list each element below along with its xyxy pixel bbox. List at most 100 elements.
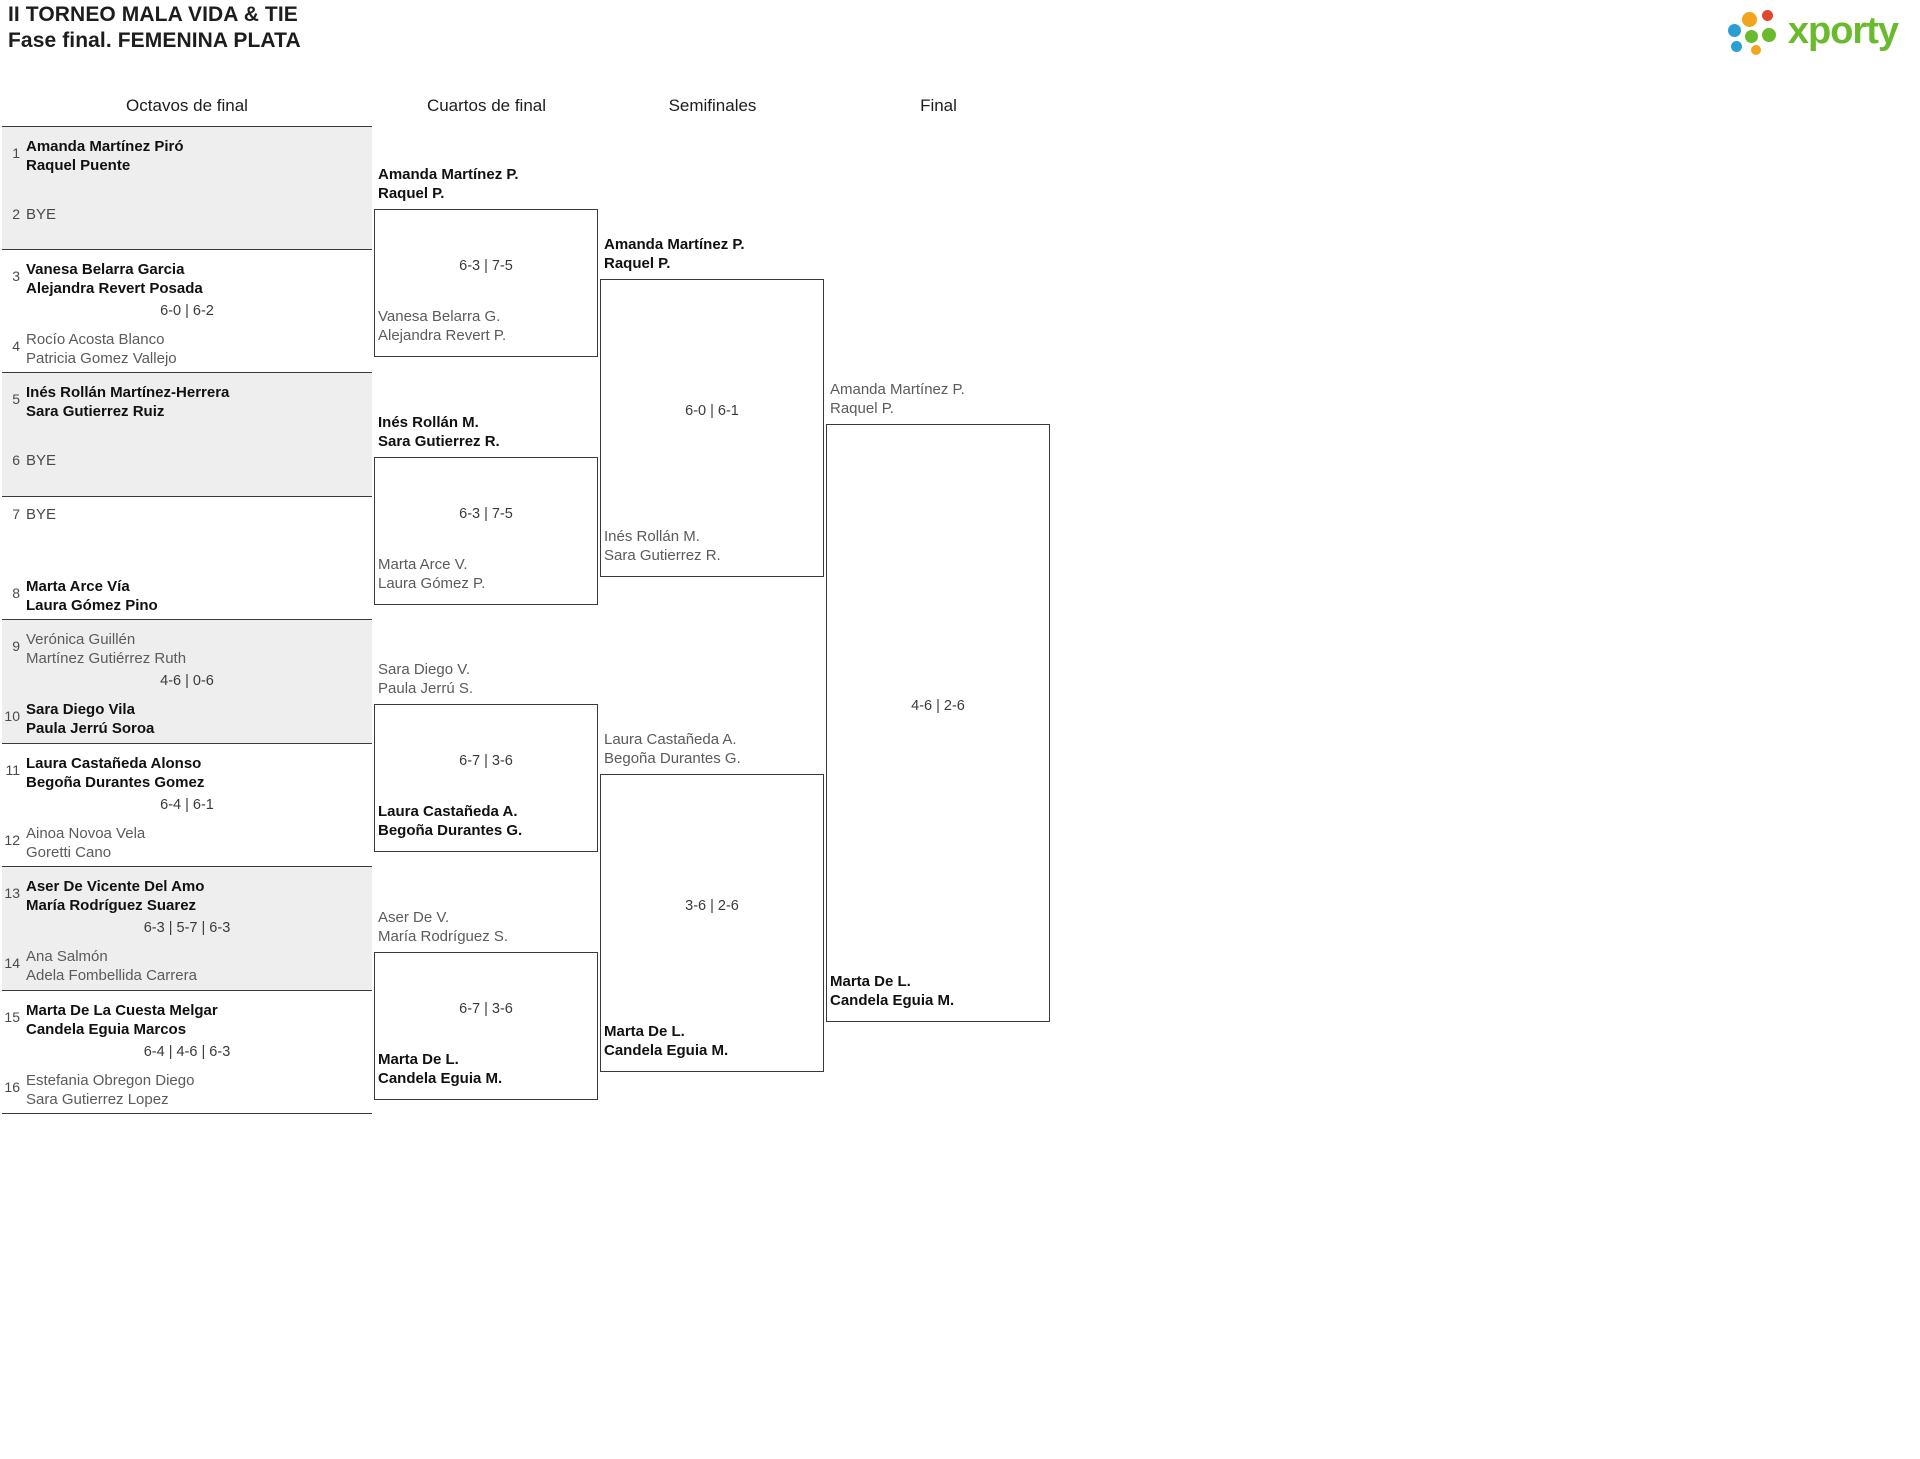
bye-label: BYE bbox=[26, 505, 57, 523]
tournament-title-line-2: Fase final. FEMENINA PLATA bbox=[8, 29, 301, 52]
seed-number: 2 bbox=[12, 206, 20, 222]
player-name-2: Candela Eguia M. bbox=[830, 992, 955, 1009]
seed-number: 15 bbox=[4, 1008, 20, 1025]
player-name-1: Vanesa Belarra G. bbox=[378, 308, 501, 325]
qf-team-above: Aser De V.María Rodríguez S. bbox=[378, 908, 508, 946]
player-name-2: Raquel P. bbox=[604, 255, 671, 272]
xporty-logo-mark-icon bbox=[1727, 8, 1780, 55]
player-name-1: Inés Rollán M. bbox=[378, 413, 479, 431]
sf-match-box[interactable]: 3-6 | 2-6 bbox=[600, 774, 824, 1072]
player-name-2: Paula Jerrú Soroa bbox=[26, 720, 155, 737]
r1-match-score: 6-4 | 4-6 | 6-3 bbox=[143, 1043, 231, 1060]
player-name-2: María Rodríguez Suarez bbox=[26, 897, 197, 914]
seed-number: 3 bbox=[12, 267, 20, 284]
seed-number: 10 bbox=[4, 708, 20, 724]
r1-slot-bottom: 2 BYE bbox=[2, 205, 372, 224]
player-name-2: Sara Gutierrez Lopez bbox=[26, 1090, 169, 1108]
player-name-2: Candela Eguia M. bbox=[604, 1042, 729, 1059]
player-name-1: Laura Castañeda A. bbox=[604, 731, 737, 748]
qf-match-box[interactable]: 6-3 | 7-5 bbox=[374, 209, 598, 357]
xporty-logo-wordmark: xporty bbox=[1787, 10, 1899, 52]
player-name-1: Inés Rollán Martínez-Herrera bbox=[26, 384, 230, 401]
seed-number: 11 bbox=[5, 761, 20, 778]
bye-label: BYE bbox=[26, 452, 57, 469]
r1-match-score: 6-3 | 5-7 | 6-3 bbox=[143, 920, 231, 936]
qf-match-box[interactable]: 6-7 | 3-6 bbox=[374, 704, 598, 852]
player-name-1: Aser De V. bbox=[378, 908, 450, 926]
player-name-1: Ainoa Novoa Vela bbox=[26, 824, 146, 842]
seed-number: 1 bbox=[12, 145, 20, 161]
player-name-1: Marta Arce V. bbox=[378, 555, 468, 573]
player-name-1: Marta De La Cuesta Melgar bbox=[26, 1001, 218, 1019]
page-header: II TORNEO MALA VIDA & TIE Fase final. FE… bbox=[0, 0, 1920, 70]
player-name-1: Marta Arce Vía bbox=[26, 577, 130, 595]
seed-number: 4 bbox=[12, 337, 20, 354]
qf-match-score: 6-3 | 7-5 bbox=[459, 505, 513, 522]
seed-number: 13 bbox=[4, 885, 20, 901]
tournament-title-line-1: II TORNEO MALA VIDA & TIE bbox=[8, 3, 298, 26]
round-heading-final: Final bbox=[920, 96, 957, 115]
r1-match-score: 4-6 | 0-6 bbox=[160, 673, 214, 689]
player-name-2: Raquel Puente bbox=[26, 157, 131, 174]
player-name-1: Laura Castañeda Alonso bbox=[26, 754, 202, 772]
player-name-1: Sara Diego Vila bbox=[26, 701, 135, 718]
player-name-2: Sara Gutierrez R. bbox=[378, 432, 500, 450]
player-name-1: Rocío Acosta Blanco bbox=[26, 330, 165, 348]
final-match-box[interactable]: 4-6 | 2-6 bbox=[826, 424, 1050, 1022]
round-heading-semifinales: Semifinales bbox=[668, 96, 757, 115]
tournament-title: II TORNEO MALA VIDA & TIE Fase final. FE… bbox=[8, 2, 301, 54]
sf-match-score: 6-0 | 6-1 bbox=[685, 403, 739, 419]
player-name-1: Sara Diego V. bbox=[378, 661, 471, 678]
seed-number: 9 bbox=[12, 638, 20, 654]
player-name-2: Sara Gutierrez Ruiz bbox=[26, 403, 165, 420]
player-name-2: Sara Gutierrez R. bbox=[604, 547, 721, 564]
sf-team-above: Laura Castañeda A.Begoña Durantes G. bbox=[604, 730, 741, 768]
qf-team-inside: Laura Castañeda A.Begoña Durantes G. bbox=[378, 802, 522, 840]
qf-match-box[interactable]: 6-7 | 3-6 bbox=[374, 951, 598, 1100]
qf-team-inside: Vanesa Belarra G. Alejandra Revert P. bbox=[378, 307, 506, 345]
player-name-1: Inés Rollán M. bbox=[604, 528, 700, 545]
qf-team-above: Inés Rollán M.Sara Gutierrez R. bbox=[378, 413, 500, 451]
bye-label: BYE bbox=[26, 206, 57, 223]
player-name-1: Vanesa Belarra Garcia bbox=[26, 260, 185, 278]
player-name-2: Goretti Cano bbox=[26, 843, 112, 861]
player-name-1: Marta De L. bbox=[830, 973, 911, 990]
seed-number: 14 bbox=[4, 955, 20, 971]
seed-number: 7 bbox=[12, 505, 20, 522]
player-name-1: Marta De L. bbox=[378, 1050, 459, 1068]
round-heading-cuartos: Cuartos de final bbox=[426, 96, 547, 115]
player-name-1: Amanda Martínez Piró bbox=[26, 138, 184, 155]
player-name-2: Alejandra Revert P. bbox=[378, 327, 507, 344]
sf-match-box[interactable]: 6-0 | 6-1 bbox=[600, 279, 824, 577]
sf-team-inside: Inés Rollán M. Sara Gutierrez R. bbox=[604, 527, 721, 565]
player-name-2: María Rodríguez S. bbox=[378, 927, 509, 945]
qf-team-above: Sara Diego V.Paula Jerrú S. bbox=[378, 660, 473, 698]
xporty-logo[interactable]: xporty bbox=[1727, 8, 1899, 55]
player-name-1: Estefania Obregon Diego bbox=[26, 1071, 195, 1089]
r1-match-score: 6-4 | 6-1 bbox=[160, 796, 214, 813]
player-name-2: Begoña Durantes G. bbox=[378, 822, 523, 839]
player-name-1: Ana Salmón bbox=[26, 948, 108, 965]
player-name-2: Raquel P. bbox=[378, 185, 445, 202]
qf-match-box[interactable]: 6-3 | 7-5 bbox=[374, 456, 598, 605]
